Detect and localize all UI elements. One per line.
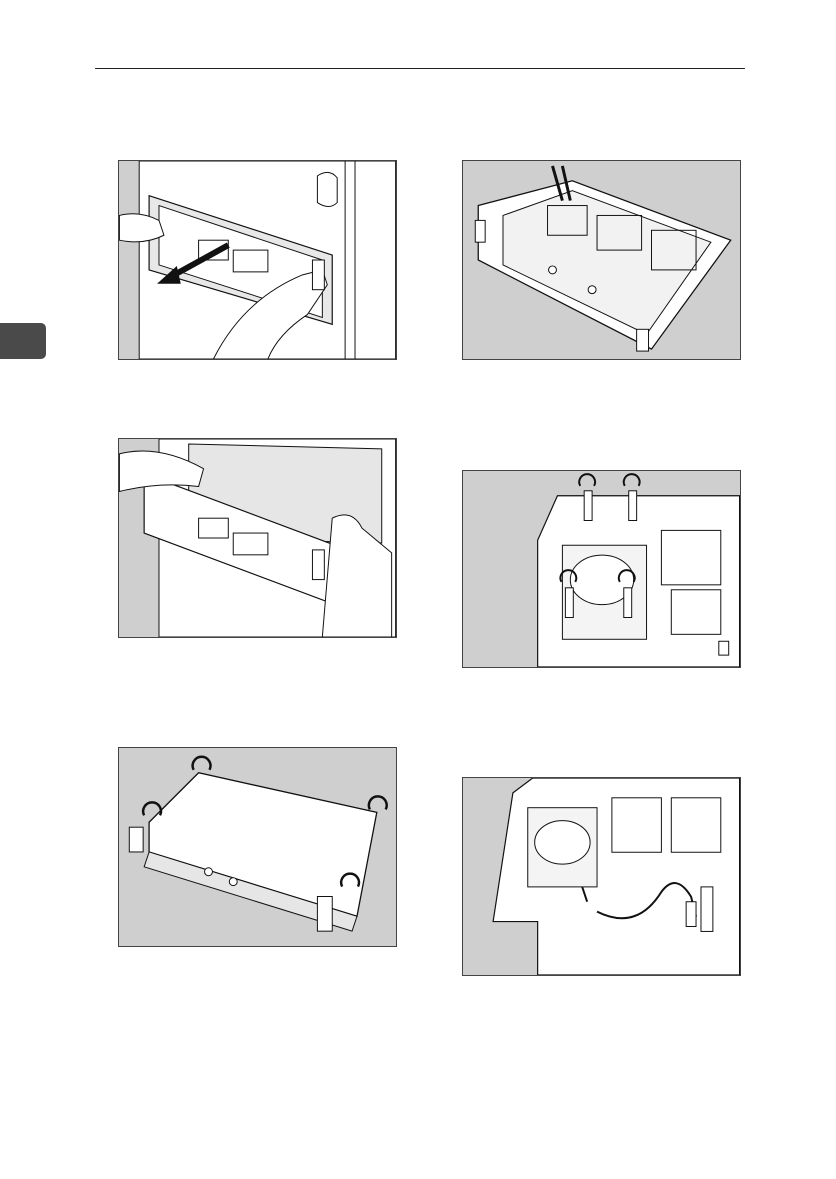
cover-screws-icon [119, 748, 396, 946]
hands-pulling-board-icon [119, 161, 396, 359]
controller-board-icon [463, 161, 740, 359]
header-rule [95, 68, 745, 69]
illustration-cover-screws [118, 747, 397, 947]
illustration-hdd-cable [462, 777, 741, 976]
illustration-hdd-screws [462, 470, 741, 668]
chapter-tab [0, 323, 46, 359]
illustration-controller-board [462, 160, 741, 360]
hard-disk-cable-icon [463, 778, 740, 975]
hands-sliding-board-icon [119, 439, 396, 637]
illustration-pull-board [118, 160, 397, 360]
hard-disk-screws-icon [463, 471, 740, 667]
illustration-slide-board [118, 438, 397, 638]
